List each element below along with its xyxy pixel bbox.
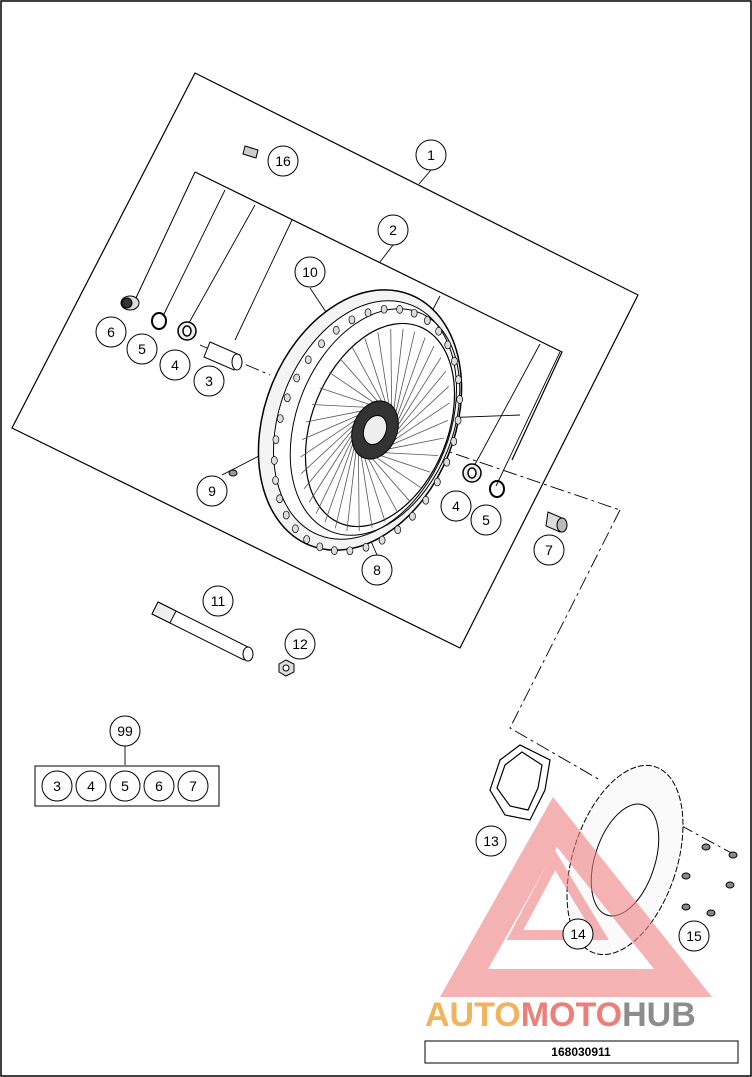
- brake-disc: [566, 764, 684, 956]
- callout-label: 11: [211, 593, 226, 609]
- callout-label: 14: [570, 926, 586, 942]
- drawing-number: 168030911: [551, 1045, 611, 1059]
- kit-item: 4: [75, 770, 107, 802]
- disc-adapter: [489, 744, 551, 821]
- shaft-seal-left: [151, 312, 167, 330]
- kit-item: 3: [41, 770, 73, 802]
- drawing-number-box: 168030911: [424, 1040, 739, 1064]
- kit-99: 99 3 4 5 6 7: [34, 715, 220, 807]
- callout-label: 4: [171, 357, 179, 373]
- callout-15: 15: [678, 920, 710, 952]
- callout-8: 8: [361, 554, 393, 586]
- kit-item-label: 3: [53, 778, 61, 794]
- callout-label: 15: [686, 928, 702, 944]
- kit-item: 6: [143, 770, 175, 802]
- callout-label: 13: [483, 833, 499, 849]
- callout-14: 14: [562, 918, 594, 950]
- callout-label: 9: [208, 483, 216, 499]
- group-outline-1: [11, 72, 639, 649]
- wheel-axle: [151, 601, 254, 662]
- kit-item: 7: [177, 770, 209, 802]
- kit-item-label: 4: [87, 778, 95, 794]
- callout-label: 3: [205, 373, 213, 389]
- callout-label: 5: [482, 512, 490, 528]
- leader-line: [134, 171, 196, 301]
- callout-label: 2: [389, 222, 397, 238]
- callout-5-right: 5: [470, 504, 502, 536]
- kit-item: 5: [109, 770, 141, 802]
- callout-7: 7: [533, 534, 565, 566]
- callout-label: 10: [302, 264, 318, 280]
- callout-label: 7: [545, 542, 553, 558]
- bearing-right: [462, 463, 482, 483]
- wheel-assembly: [257, 289, 464, 556]
- callouts: 1 2 3 4 5 6 7 8 9 10 11 12 13 14 15 16 4…: [95, 139, 710, 952]
- callout-9: 9: [196, 475, 228, 507]
- callout-5: 5: [126, 333, 158, 365]
- watermark-auto: AUTOMOTOHUB: [425, 996, 696, 1034]
- callout-label: 6: [107, 324, 115, 340]
- axle-nut: [278, 659, 295, 677]
- kit-item-label: 6: [155, 778, 163, 794]
- callout-11: 11: [202, 585, 234, 617]
- screw-9: [228, 469, 238, 477]
- callout-16: 16: [267, 145, 299, 177]
- bearing-left: [177, 321, 197, 341]
- callout-label: 16: [275, 153, 291, 169]
- callout-6: 6: [95, 316, 127, 348]
- watermark-logo: [440, 797, 713, 997]
- kit-label: 99: [117, 723, 133, 739]
- shaft-seal-right: [489, 480, 505, 498]
- callout-label: 8: [373, 562, 381, 578]
- callout-10: 10: [294, 256, 326, 288]
- group-outline-2: [194, 171, 563, 461]
- callout-3: 3: [193, 365, 225, 397]
- spacer-left: [120, 295, 140, 311]
- callout-2: 2: [377, 214, 409, 246]
- callout-label: 1: [427, 147, 435, 163]
- callout-label: 5: [138, 341, 146, 357]
- callout-4: 4: [159, 349, 191, 381]
- callout-label: 4: [452, 498, 460, 514]
- valve-icon: [242, 145, 259, 159]
- callout-13: 13: [475, 825, 507, 857]
- callout-12: 12: [284, 628, 316, 660]
- watermark-text: AUTOMOTOHUB: [425, 996, 696, 1034]
- callout-label: 12: [292, 636, 308, 652]
- spacer-right: [545, 511, 568, 533]
- kit-item-label: 5: [121, 778, 129, 794]
- callout-1: 1: [415, 139, 447, 171]
- callout-4-right: 4: [440, 490, 472, 522]
- kit-item-label: 7: [189, 778, 197, 794]
- disc-screws: [681, 843, 738, 917]
- distance-sleeve: [203, 341, 243, 371]
